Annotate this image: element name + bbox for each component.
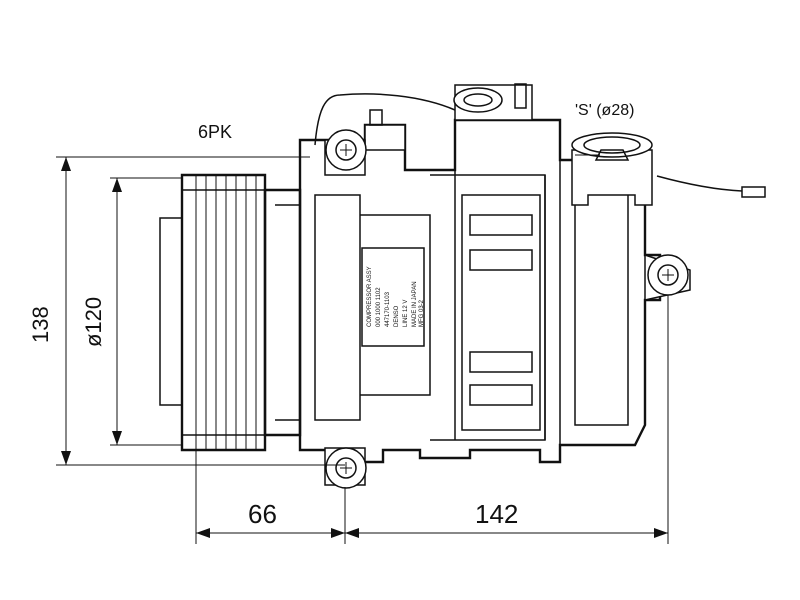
body-length-label: 142 xyxy=(475,499,518,529)
belt-type-label: 6PK xyxy=(198,122,232,142)
nameplate-line-1: COMPRESSOR ASSY xyxy=(367,266,373,327)
nameplate-line-3: 447170-1103 xyxy=(385,291,391,327)
pulley-offset-label: 66 xyxy=(248,499,277,529)
port-size-label: 'S' (ø28) xyxy=(575,102,634,119)
nameplate-line-5: LINE 12 V xyxy=(403,300,409,327)
compressor-outline xyxy=(159,83,766,489)
mounting-hole-markers xyxy=(340,144,674,474)
height-dimension-label: 138 xyxy=(28,306,53,343)
compressor-nameplate: COMPRESSOR ASSY 000 1000 1102 447170-110… xyxy=(361,247,425,347)
nameplate-line-2: 000 1000 1102 xyxy=(376,287,382,327)
nameplate-line-7: MFG 03-2 xyxy=(419,299,425,327)
dimension-lines xyxy=(56,154,669,544)
nameplate-line-6: MADE IN JAPAN xyxy=(412,281,418,327)
pulley-grooves xyxy=(195,175,257,450)
pulley-diameter-label: ø120 xyxy=(81,297,106,347)
nameplate-line-4: DENSO xyxy=(394,305,400,327)
